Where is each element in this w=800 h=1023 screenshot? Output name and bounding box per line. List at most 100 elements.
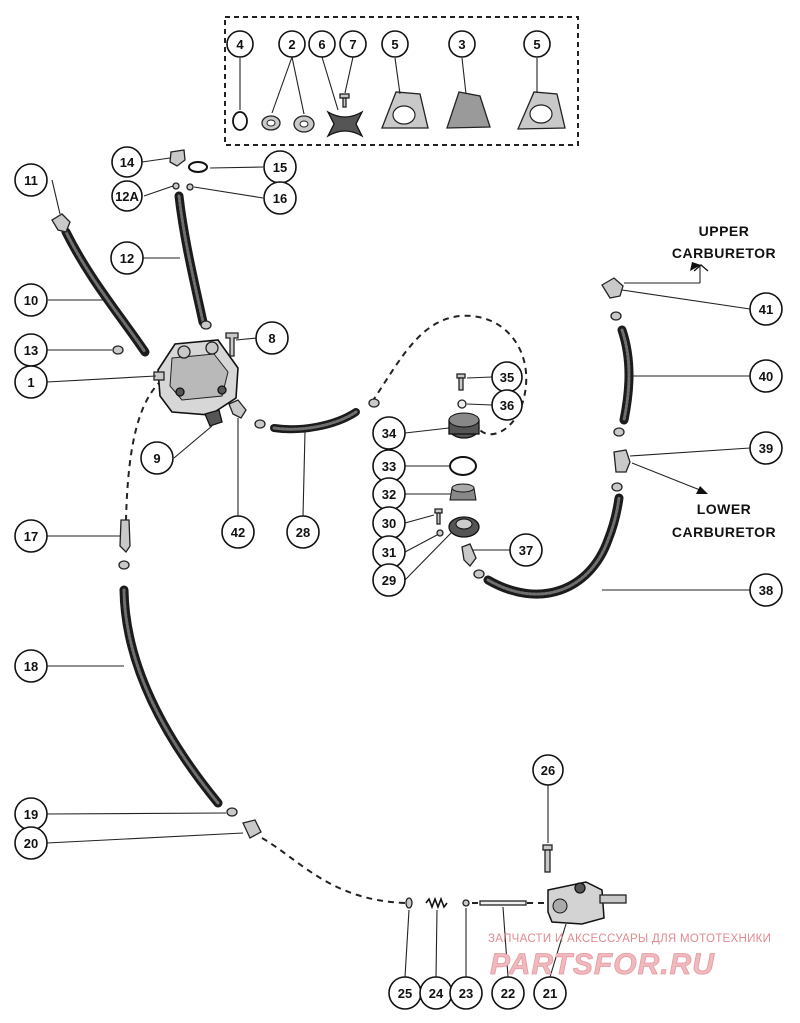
part-4-ring: [232, 111, 248, 131]
callout-13: 13: [14, 333, 48, 367]
callout-41: 41: [749, 292, 783, 326]
callout-16: 16: [263, 181, 297, 215]
callout-17: 17: [14, 519, 48, 553]
part-39-tee: [613, 449, 631, 473]
svg-text:9: 9: [153, 451, 160, 466]
svg-text:25: 25: [398, 986, 412, 1001]
part-22-pin: [479, 900, 527, 906]
part-35-screw: [456, 373, 466, 391]
svg-text:32: 32: [382, 487, 396, 502]
svg-text:6: 6: [318, 37, 325, 52]
callout-2: 2: [278, 30, 306, 58]
part-12a-clamp: [172, 182, 180, 190]
svg-text:26: 26: [541, 763, 555, 778]
part-8-screw: [225, 332, 239, 357]
upper-label-line2: CARBURETOR: [672, 245, 776, 261]
callout-15: 15: [263, 150, 297, 184]
callout-39: 39: [749, 431, 783, 465]
svg-text:34: 34: [382, 426, 397, 441]
flow-line-pump-to-17: [125, 379, 163, 521]
svg-text:29: 29: [382, 573, 396, 588]
svg-text:33: 33: [382, 459, 396, 474]
part-16-plug: [186, 183, 194, 191]
svg-text:42: 42: [231, 525, 245, 540]
part-26-screw: [542, 844, 553, 873]
part-25-check-ball: [405, 897, 413, 909]
svg-text:2: 2: [288, 37, 295, 52]
svg-text:30: 30: [382, 516, 396, 531]
part-30-screw: [434, 508, 443, 525]
callout-5a: 5: [381, 30, 409, 58]
callout-40: 40: [749, 359, 783, 393]
part-31-washer: [436, 529, 444, 537]
callout-21: 21: [533, 976, 567, 1010]
svg-text:24: 24: [429, 986, 444, 1001]
part-33-seal: [449, 456, 477, 476]
svg-text:40: 40: [759, 369, 773, 384]
callout-6: 6: [308, 30, 336, 58]
callout-12a: 12A: [111, 180, 143, 212]
svg-text:8: 8: [268, 331, 275, 346]
flow-line-20-to-25: [261, 837, 406, 904]
part-6-retainer: [326, 110, 364, 138]
part-14-fitting: [169, 149, 186, 167]
callout-36: 36: [491, 389, 523, 421]
callout-42: 42: [221, 515, 255, 549]
svg-text:19: 19: [24, 807, 38, 822]
svg-text:12A: 12A: [115, 189, 139, 204]
part-15-clip: [188, 161, 208, 173]
svg-text:16: 16: [273, 191, 287, 206]
callout-19: 19: [14, 797, 48, 831]
part-29-filter-base: [448, 516, 480, 538]
svg-text:17: 17: [24, 529, 38, 544]
part-11-elbow: [51, 213, 71, 233]
svg-text:20: 20: [24, 836, 38, 851]
part-20-fitting: [242, 819, 262, 839]
callout-4: 4: [226, 30, 254, 58]
callout-5b: 5: [523, 30, 551, 58]
svg-text:4: 4: [236, 37, 244, 52]
part-17-fitting: [119, 519, 131, 554]
svg-text:22: 22: [501, 986, 515, 1001]
callout-12: 12: [110, 241, 144, 275]
callout-28: 28: [286, 515, 320, 549]
part-9-fitting: [204, 409, 223, 427]
svg-text:1: 1: [27, 375, 34, 390]
part-34-filter-cover: [448, 412, 480, 439]
repair-kit-box: [224, 16, 579, 146]
svg-text:11: 11: [24, 173, 38, 188]
callout-3: 3: [448, 30, 476, 58]
svg-text:5: 5: [391, 37, 398, 52]
callout-7: 7: [339, 30, 367, 58]
part-37-elbow: [461, 543, 477, 567]
svg-text:12: 12: [120, 251, 134, 266]
part-42-elbow: [228, 399, 247, 419]
callout-24: 24: [419, 976, 453, 1010]
part-32-filter-element: [449, 483, 477, 501]
svg-text:41: 41: [759, 302, 773, 317]
part-24-spring: [425, 896, 448, 910]
part-36-washer: [457, 399, 467, 409]
watermark-tagline: ЗАПЧАСТИ И АКСЕССУАРЫ ДЛЯ МОТОТЕХНИКИ: [488, 933, 771, 945]
callout-30: 30: [372, 506, 406, 540]
svg-text:36: 36: [500, 398, 514, 413]
part-7-screw: [339, 93, 350, 108]
callout-23: 23: [449, 976, 483, 1010]
callout-35: 35: [491, 361, 523, 393]
part-13-clamp: [112, 345, 124, 355]
callout-25: 25: [388, 976, 422, 1010]
watermark-logo: PARTSFOR.RU: [490, 948, 715, 981]
callout-20: 20: [14, 826, 48, 860]
part-41-fitting: [601, 277, 624, 299]
callout-34: 34: [372, 416, 406, 450]
part-21-enrichener-valve: [547, 881, 627, 925]
callout-1: 1: [14, 365, 48, 399]
upper-label-line1: UPPER: [699, 223, 750, 239]
svg-text:38: 38: [759, 583, 773, 598]
part-2-check-valve-b: [293, 115, 315, 133]
lower-label-line1: LOWER: [697, 501, 752, 517]
callout-38: 38: [749, 573, 783, 607]
callout-9: 9: [140, 441, 174, 475]
callout-18: 18: [14, 649, 48, 683]
